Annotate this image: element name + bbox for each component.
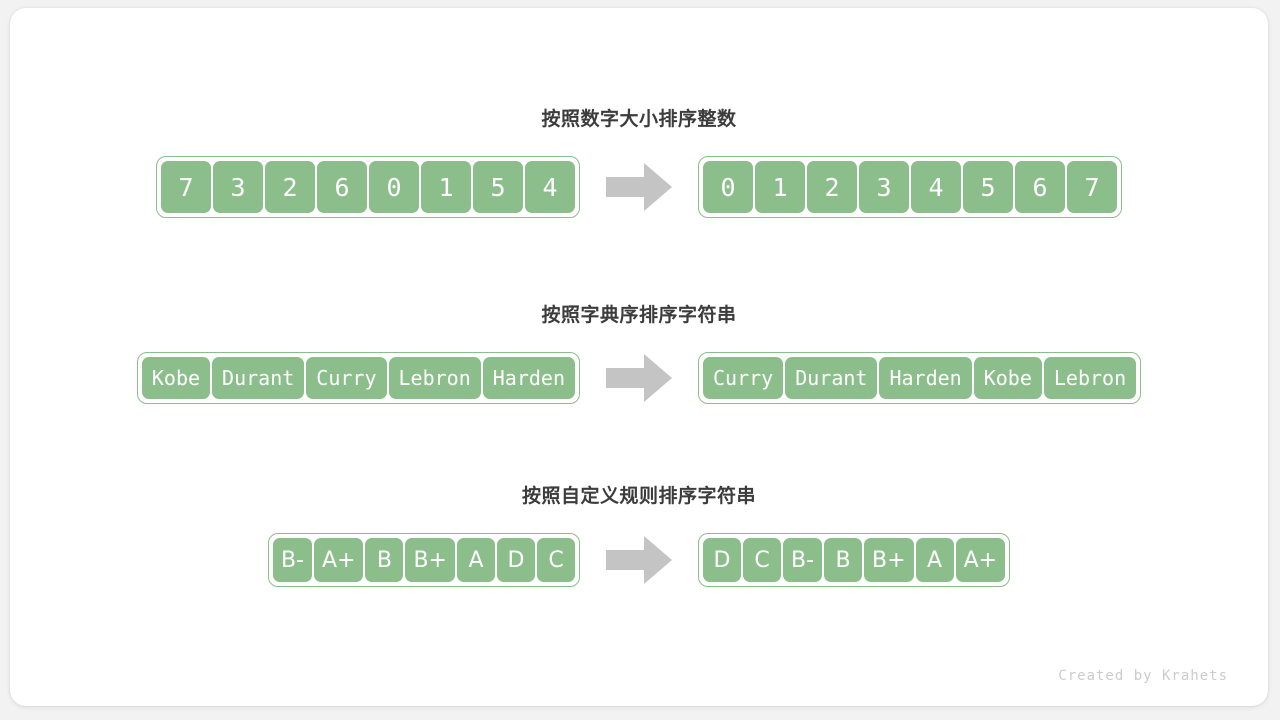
- array-cell: Durant: [211, 356, 306, 400]
- array-cell: B: [823, 537, 864, 583]
- array-cell: A: [456, 537, 496, 583]
- section-title: 按照字典序排序字符串: [541, 304, 737, 326]
- array-cell: 2: [806, 160, 858, 214]
- section-title: 按照自定义规则排序字符串: [521, 485, 756, 507]
- diagram-card: 按照数字大小排序整数 7 3 2 6 0 1 5 4 0 1 2 3: [10, 8, 1268, 706]
- array-cell: Lebron: [1042, 356, 1138, 400]
- array-cell: B-: [271, 537, 313, 583]
- footer-credit: Created by Krahets: [1058, 668, 1228, 684]
- array-cell: D: [496, 537, 536, 583]
- right-arrow-icon: [606, 163, 672, 211]
- array-cell: 5: [962, 160, 1014, 214]
- array-cell: 6: [316, 160, 368, 214]
- array-cell: Durant: [784, 356, 879, 400]
- array-cell: 1: [420, 160, 472, 214]
- array-cell: B+: [404, 537, 456, 583]
- output-array: 0 1 2 3 4 5 6 7: [698, 156, 1122, 218]
- output-array: D C B- B B+ A A+: [698, 533, 1011, 587]
- arrow-container: [580, 354, 698, 402]
- section-sort-strings-lexicographic: 按照字典序排序字符串 Kobe Durant Curry Lebron Hard…: [10, 300, 1268, 404]
- array-cell: Curry: [305, 356, 388, 400]
- array-cell: 4: [910, 160, 962, 214]
- section-title: 按照数字大小排序整数: [541, 108, 737, 130]
- array-cell: 5: [472, 160, 524, 214]
- array-cell: 4: [524, 160, 576, 214]
- array-cell: C: [536, 537, 576, 583]
- array-cell: 0: [702, 160, 754, 214]
- array-cell: Kobe: [140, 356, 212, 400]
- array-cell: Harden: [481, 356, 576, 400]
- input-array: Kobe Durant Curry Lebron Harden: [136, 352, 580, 404]
- array-cell: 3: [858, 160, 910, 214]
- array-cell: 6: [1014, 160, 1066, 214]
- array-cell: A: [914, 537, 955, 583]
- section-row: Kobe Durant Curry Lebron Harden Curry Du…: [10, 352, 1268, 404]
- array-cell: 1: [754, 160, 806, 214]
- array-cell: B-: [782, 537, 824, 583]
- array-cell: 7: [160, 160, 212, 214]
- array-cell: A+: [954, 537, 1007, 583]
- section-sort-strings-custom-rule: 按照自定义规则排序字符串 B- A+ B B+ A D C D C B- B: [10, 481, 1268, 587]
- array-cell: Curry: [702, 356, 785, 400]
- output-array: Curry Durant Harden Kobe Lebron: [698, 352, 1142, 404]
- input-array: 7 3 2 6 0 1 5 4: [156, 156, 580, 218]
- section-row: B- A+ B B+ A D C D C B- B B+ A A+: [10, 533, 1268, 587]
- array-cell: D: [702, 537, 742, 583]
- array-cell: C: [742, 537, 782, 583]
- array-cell: B+: [863, 537, 915, 583]
- array-cell: Lebron: [387, 356, 482, 400]
- array-cell: 7: [1066, 160, 1118, 214]
- array-cell: 0: [368, 160, 420, 214]
- array-cell: 3: [212, 160, 264, 214]
- section-sort-integers: 按照数字大小排序整数 7 3 2 6 0 1 5 4 0 1 2 3: [10, 104, 1268, 218]
- array-cell: B: [364, 537, 405, 583]
- array-cell: 2: [264, 160, 316, 214]
- section-row: 7 3 2 6 0 1 5 4 0 1 2 3 4 5 6: [10, 156, 1268, 218]
- array-cell: Harden: [878, 356, 973, 400]
- right-arrow-icon: [606, 536, 672, 584]
- right-arrow-icon: [606, 354, 672, 402]
- arrow-container: [580, 163, 698, 211]
- array-cell: Kobe: [972, 356, 1043, 400]
- arrow-container: [580, 536, 698, 584]
- input-array: B- A+ B B+ A D C: [267, 533, 580, 587]
- array-cell: A+: [312, 537, 365, 583]
